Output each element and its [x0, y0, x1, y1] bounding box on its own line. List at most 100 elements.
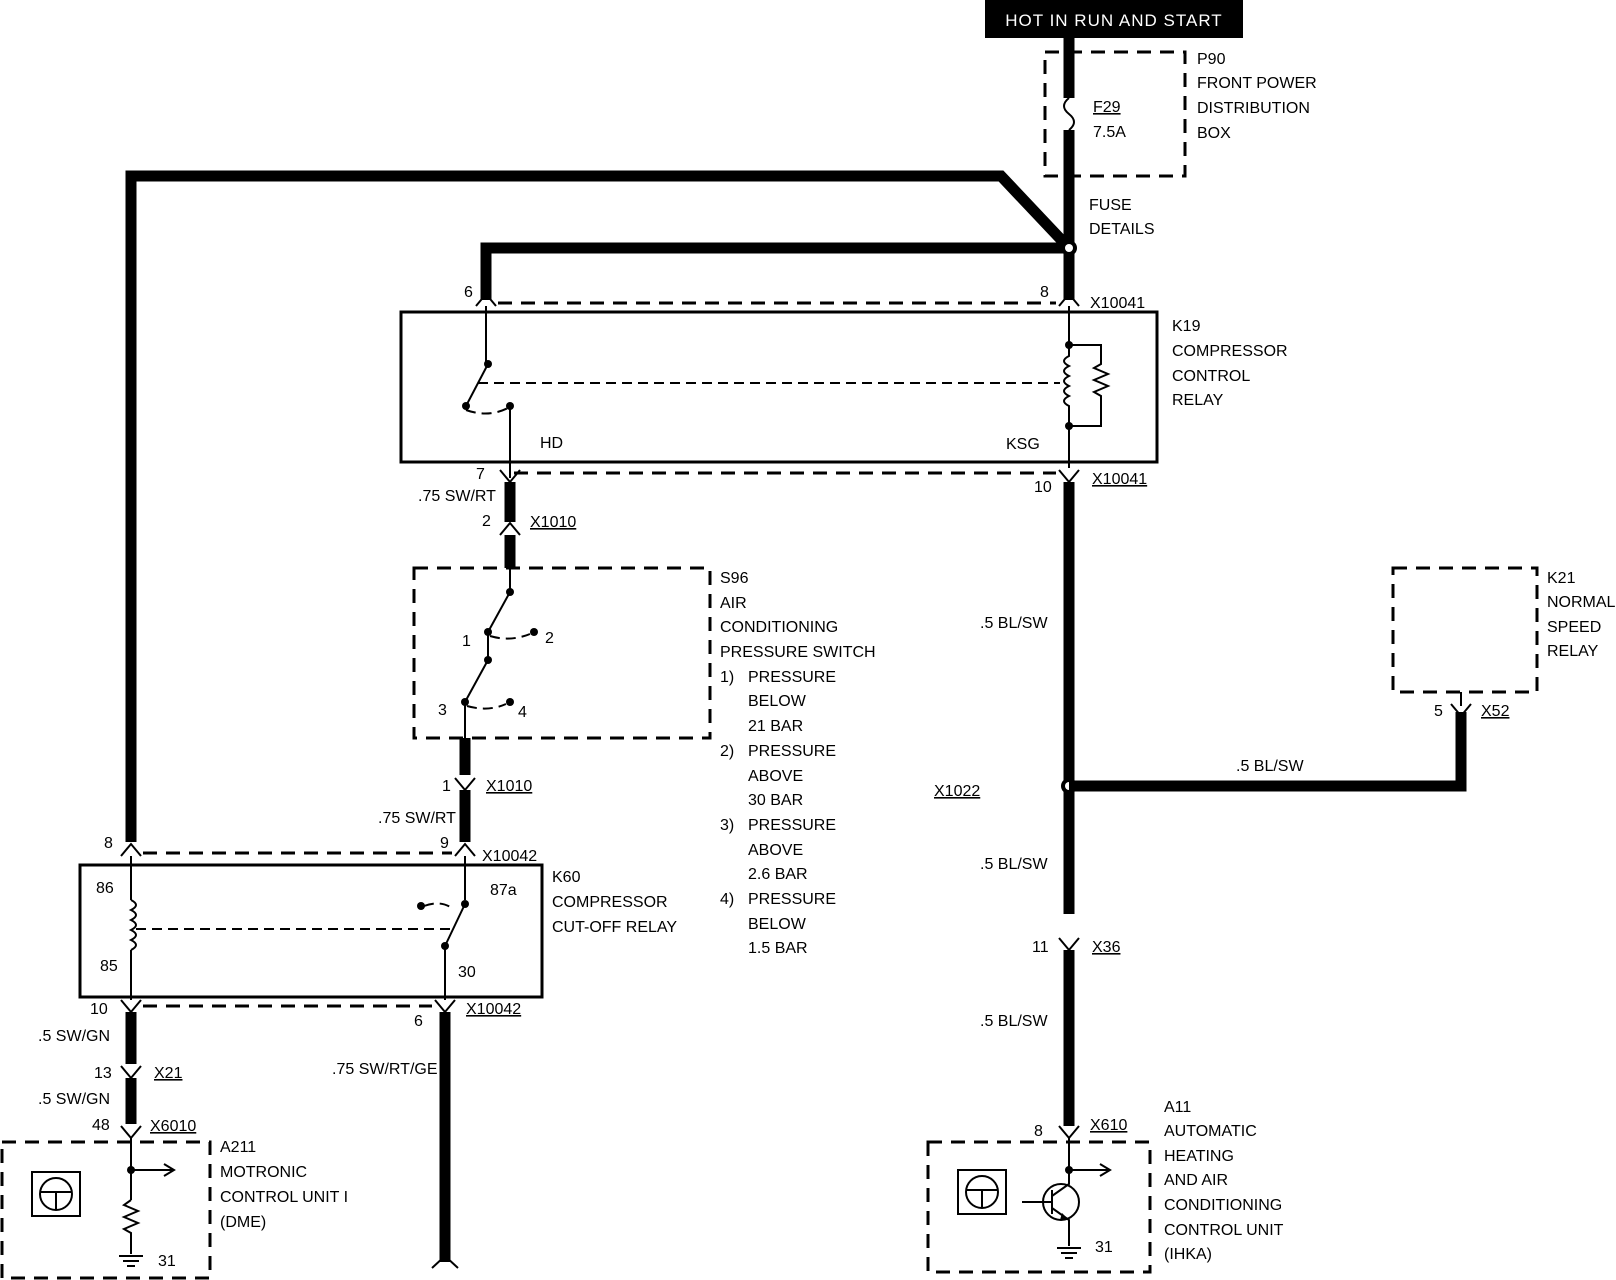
k60-pin9-label: 9	[440, 835, 449, 852]
wire-x1022-to-k21	[1069, 712, 1467, 792]
s96-arm-1	[487, 591, 511, 633]
fuse-id: F29	[1093, 99, 1121, 116]
header-box	[985, 0, 1243, 38]
a211-id: A211	[220, 1139, 256, 1156]
s96-link-1	[489, 633, 531, 640]
a211-output-arrow-icon	[131, 1163, 176, 1177]
x52-connector-icon	[1450, 703, 1472, 718]
a211-line-2: CONTROL UNIT I	[220, 1189, 348, 1206]
k19-contact-arm	[465, 363, 489, 407]
s96-id: S96	[720, 570, 749, 587]
fuse-details-line-1: FUSE	[1089, 197, 1132, 214]
a11-id: A11	[1164, 1099, 1191, 1116]
s96-pin-2-label: 2	[545, 630, 554, 647]
x36-connector-icon	[1058, 937, 1080, 952]
k21-line-3: RELAY	[1547, 643, 1599, 660]
x52-pin-label: 5	[1434, 703, 1443, 720]
k60-pin6-connector-icon	[434, 999, 456, 1014]
s96-note-2-line-2: ABOVE	[748, 768, 803, 785]
wire-label-sw-gn-1: .5 SW/GN	[38, 1028, 110, 1045]
k60-contact-arm	[444, 903, 466, 947]
a11-ground-label: 31	[1095, 1239, 1113, 1256]
k19-resistor-icon	[1069, 344, 1111, 427]
p90-box	[1043, 50, 1187, 178]
a11-line-2: HEATING	[1164, 1148, 1234, 1165]
x36-pin-label: 11	[1032, 939, 1049, 956]
x36-label: X36	[1092, 939, 1121, 956]
a211-resistor-icon	[121, 1199, 141, 1254]
s96-pin-2-dot	[530, 628, 538, 636]
x610-label: X610	[1090, 1117, 1127, 1134]
fuse-f29-icon	[1063, 97, 1075, 131]
s96-note-3-line-3: 2.6 BAR	[748, 866, 808, 883]
s96-line-1: AIR	[720, 595, 747, 612]
k19-line-2: CONTROL	[1172, 368, 1250, 385]
k21-id: K21	[1547, 570, 1576, 587]
k60-pin30-label: 30	[458, 964, 476, 981]
s96-note-4-num: 4)	[720, 891, 734, 908]
wire-left-loop	[125, 170, 1073, 842]
x6010-label: X6010	[150, 1118, 196, 1135]
fuse-rating: 7.5A	[1093, 124, 1126, 141]
a11-line-3: AND AIR	[1164, 1172, 1228, 1189]
k60-id: K60	[552, 869, 581, 886]
s96-line-2: CONDITIONING	[720, 619, 838, 636]
a211-control-unit-icon	[31, 1171, 81, 1217]
k60-pin8-connector-icon	[120, 842, 142, 857]
k19-pin6-label: 6	[464, 284, 473, 301]
x21-pin-label: 13	[94, 1065, 112, 1082]
k60-pin86-label: 86	[96, 880, 114, 897]
s96-note-1-num: 1)	[720, 669, 734, 686]
a11-control-unit-icon	[957, 1169, 1007, 1215]
x10042-top-label: X10042	[482, 848, 537, 865]
k19-hd-label: HD	[540, 435, 563, 452]
s96-note-2-line-1: PRESSURE	[748, 743, 836, 760]
k19-contact-nc	[462, 402, 470, 410]
s96-line-3: PRESSURE SWITCH	[720, 644, 876, 661]
k60-line-1: COMPRESSOR	[552, 894, 668, 911]
k60-coil-icon	[128, 899, 137, 951]
wire-label-sw-rt-2: .75 SW/RT	[378, 810, 456, 827]
s96-note-2-num: 2)	[720, 743, 734, 760]
x1010-top-connector-icon	[499, 521, 521, 536]
p90-line-3: BOX	[1197, 125, 1231, 142]
k60-pin87a-label: 87a	[490, 882, 517, 899]
s96-note-4-line-1: PRESSURE	[748, 891, 836, 908]
k19-coil-icon	[1063, 345, 1072, 426]
x1010-bottom-connector-icon	[454, 777, 476, 792]
k19-relay-box	[399, 310, 1159, 464]
wire-label-sw-rt-ge: .75 SW/RT/GE	[332, 1061, 438, 1078]
x1022-label: X1022	[934, 783, 980, 800]
k60-line-2: CUT-OFF RELAY	[552, 919, 677, 936]
s96-pin-1-label: 1	[462, 633, 471, 650]
k19-line-1: COMPRESSOR	[1172, 343, 1288, 360]
p90-line-1: FRONT POWER	[1197, 75, 1317, 92]
k19-id: K19	[1172, 318, 1201, 335]
a11-box	[926, 1140, 1152, 1274]
k60-pin10-label: 10	[90, 1001, 108, 1018]
wire-label-sw-rt-1: .75 SW/RT	[418, 488, 496, 505]
a211-line-1: MOTRONIC	[220, 1164, 307, 1181]
wire-label-sw-gn-2: .5 SW/GN	[38, 1091, 110, 1108]
s96-switch-box	[412, 566, 712, 740]
k21-box	[1391, 566, 1539, 694]
x610-connector-icon	[1058, 1125, 1080, 1140]
a11-line-6: (IHKA)	[1164, 1246, 1212, 1263]
k19-pin8-label: 8	[1040, 284, 1049, 301]
k60-pin6-label: 6	[414, 1013, 423, 1030]
splice-fuse-details-inner	[1065, 244, 1073, 252]
x52-label: X52	[1481, 703, 1510, 720]
s96-link-2	[466, 703, 507, 710]
s96-note-1-line-3: 21 BAR	[748, 718, 803, 735]
a11-output-arrow-icon	[1069, 1163, 1112, 1177]
wire-label-bl-sw-2: .5 BL/SW	[980, 856, 1048, 873]
wire-label-bl-sw-3: .5 BL/SW	[980, 1013, 1048, 1030]
wire-label-bl-sw-1: .5 BL/SW	[980, 615, 1048, 632]
a211-box	[0, 1140, 212, 1280]
k60-contact-no-dot	[417, 902, 425, 910]
a211-ground-icon	[119, 1255, 143, 1267]
s96-note-1-line-2: BELOW	[748, 693, 807, 710]
a11-line-4: CONDITIONING	[1164, 1197, 1282, 1214]
k60-contact-link	[423, 902, 453, 909]
